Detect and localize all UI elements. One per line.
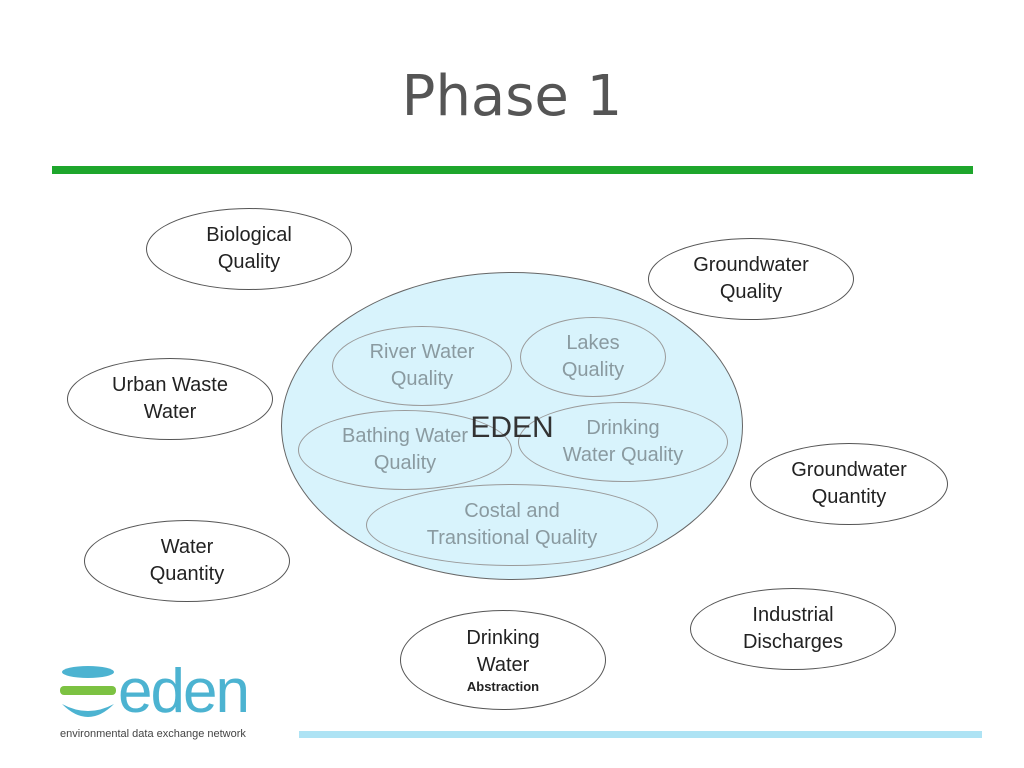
- inner-label: Quality: [390, 368, 454, 390]
- eden-center-label: EDEN: [470, 411, 554, 444]
- inner-river-water-quality: River Water Quality: [332, 326, 512, 406]
- inner-label: Quality: [561, 359, 625, 381]
- inner-costal-transitional-quality: Costal and Transitional Quality: [366, 484, 658, 566]
- eden-logo: eden environmental data exchange network: [56, 657, 296, 744]
- oval-water-quantity: Water Quantity: [84, 520, 290, 602]
- inner-label: Lakes: [566, 332, 620, 354]
- oval-biological-quality: Biological Quality: [146, 208, 352, 290]
- oval-label: Quality: [217, 251, 281, 273]
- oval-label: Quantity: [811, 486, 887, 508]
- inner-label: Costal and: [464, 500, 560, 522]
- oval-industrial-discharges: Industrial Discharges: [690, 588, 896, 670]
- inner-label: Quality: [373, 452, 437, 474]
- oval-label: Quality: [719, 281, 783, 303]
- footer-divider: [299, 731, 982, 738]
- inner-label: Drinking: [586, 417, 660, 439]
- oval-label: Urban Waste: [112, 374, 228, 396]
- slide-title: Phase 1: [401, 64, 623, 129]
- inner-bathing-water-quality: Bathing Water Quality: [298, 410, 512, 490]
- eden-logo-mark-icon: [60, 666, 116, 717]
- inner-label: Transitional Quality: [426, 527, 598, 549]
- oval-groundwater-quantity: Groundwater Quantity: [750, 443, 948, 525]
- oval-label: Groundwater: [791, 459, 907, 481]
- oval-label: Discharges: [742, 631, 844, 653]
- inner-drinking-water-quality: Drinking Water Quality: [518, 402, 728, 482]
- oval-label: Water: [143, 401, 197, 423]
- oval-urban-waste-water: Urban Waste Water: [67, 358, 273, 440]
- inner-label: River Water: [369, 341, 475, 363]
- oval-groundwater-quality: Groundwater Quality: [648, 238, 854, 320]
- title-divider: [52, 166, 973, 174]
- oval-label: Drinking: [466, 627, 540, 649]
- oval-label: Groundwater: [693, 254, 809, 276]
- oval-sublabel: Abstraction: [466, 679, 540, 694]
- oval-label: Biological: [206, 224, 292, 246]
- oval-label: Water: [160, 536, 214, 558]
- oval-label: Quantity: [149, 563, 225, 585]
- logo-tagline: environmental data exchange network: [60, 728, 246, 740]
- inner-label: Bathing Water: [342, 425, 468, 447]
- inner-label: Water Quality: [562, 444, 684, 466]
- oval-label: Industrial: [752, 604, 834, 626]
- inner-lakes-quality: Lakes Quality: [520, 317, 666, 397]
- oval-label: Water: [476, 654, 530, 676]
- logo-wordmark: eden: [118, 657, 250, 726]
- oval-drinking-water-abstraction: Drinking Water Abstraction: [400, 610, 606, 710]
